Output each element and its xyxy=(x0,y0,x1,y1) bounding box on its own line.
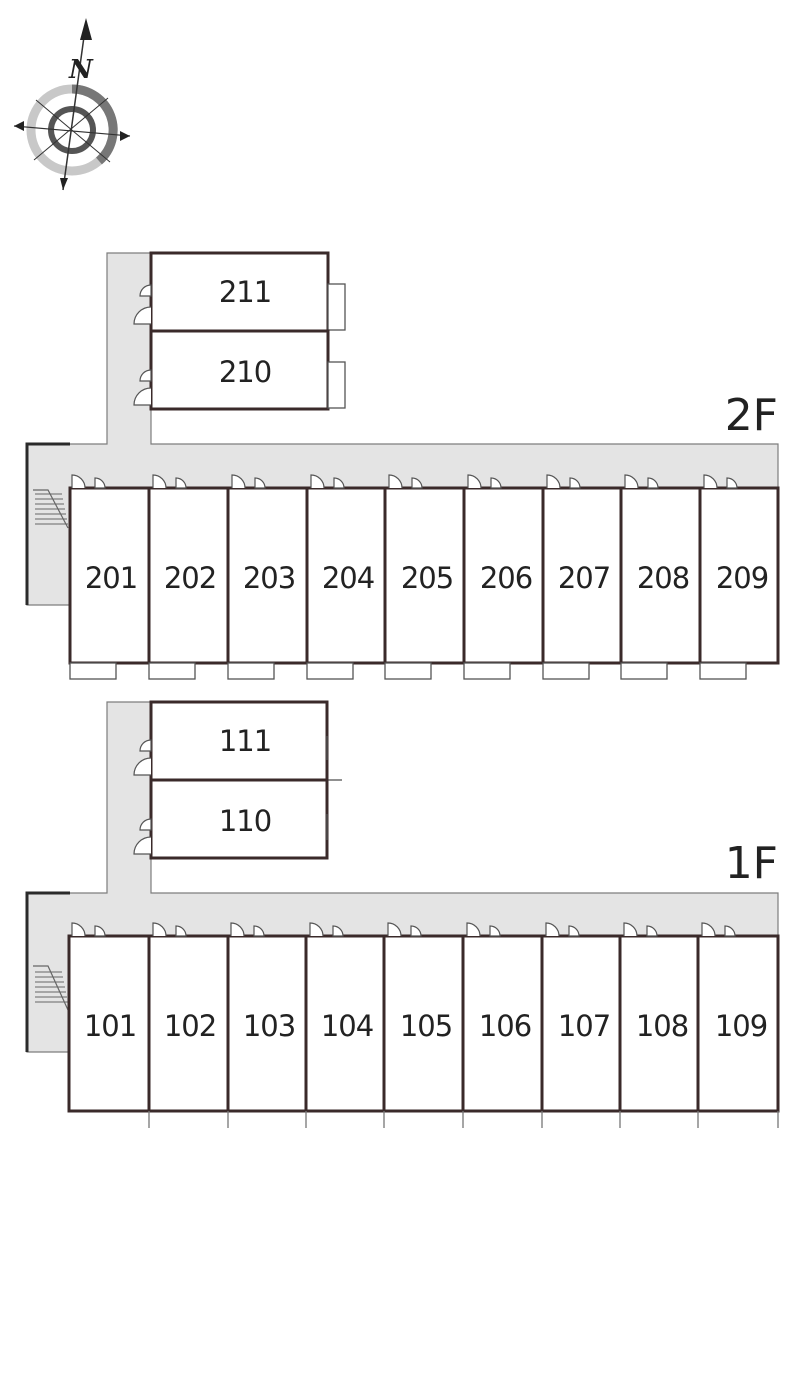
door-icon xyxy=(546,474,581,489)
unit-201-label: 201 xyxy=(85,561,137,595)
unit-202 xyxy=(147,486,230,665)
door-icon xyxy=(71,474,106,489)
unit-107-label: 107 xyxy=(558,1009,610,1043)
unit-207-label: 207 xyxy=(558,561,610,595)
unit-101-label: 101 xyxy=(84,1009,136,1043)
staircase-1f xyxy=(33,965,69,1011)
door-icon xyxy=(387,922,422,937)
door-icon xyxy=(388,474,423,489)
unit-204-label: 204 xyxy=(322,561,374,595)
door-icon xyxy=(309,922,344,937)
door-icon xyxy=(624,474,659,489)
unit-211-label: 211 xyxy=(219,275,271,309)
unit-209-label: 209 xyxy=(716,561,768,595)
unit-101 xyxy=(67,934,151,1113)
door-icon xyxy=(467,474,502,489)
unit-103-label: 103 xyxy=(243,1009,295,1043)
unit-206-label: 206 xyxy=(480,561,532,595)
unit-105 xyxy=(382,934,465,1113)
door-icon xyxy=(71,922,106,937)
door-icon xyxy=(545,922,580,937)
unit-210-label: 210 xyxy=(219,355,271,389)
unit-104-label: 104 xyxy=(321,1009,373,1043)
door-icon xyxy=(133,739,152,776)
unit-211 xyxy=(149,251,330,333)
door-icon xyxy=(231,474,266,489)
unit-102-label: 102 xyxy=(164,1009,216,1043)
unit-202-label: 202 xyxy=(164,561,216,595)
unit-108-label: 108 xyxy=(636,1009,688,1043)
door-icon xyxy=(133,369,152,406)
unit-208-label: 208 xyxy=(637,561,689,595)
door-icon xyxy=(623,922,658,937)
compass: N xyxy=(13,18,131,191)
floor-2f: 211 210 2F 201 202 203 204 xyxy=(25,251,780,680)
unit-110-label: 110 xyxy=(219,804,271,838)
unit-row-1f: 101 102 103 104 105 106 107 108 109 xyxy=(67,922,780,1128)
unit-109 xyxy=(696,934,780,1113)
door-icon xyxy=(310,474,345,489)
compass-rose-icon xyxy=(13,18,131,191)
door-icon xyxy=(133,818,152,855)
unit-108 xyxy=(618,934,700,1113)
unit-103 xyxy=(226,934,308,1113)
unit-105-label: 105 xyxy=(400,1009,452,1043)
floor-1f-label: 1F xyxy=(725,838,778,889)
compass-north-label: N xyxy=(68,55,94,85)
unit-106-label: 106 xyxy=(479,1009,531,1043)
unit-204 xyxy=(305,486,387,665)
door-icon xyxy=(703,474,738,489)
door-icon xyxy=(133,284,152,325)
unit-205-label: 205 xyxy=(401,561,453,595)
unit-203-label: 203 xyxy=(243,561,295,595)
floor-1f: 111 110 1F 101 102 103 104 xyxy=(25,700,780,1128)
unit-104 xyxy=(304,934,386,1113)
unit-row-2f: 201 202 203 204 205 206 207 208 209 xyxy=(68,474,780,680)
door-icon xyxy=(701,922,736,937)
door-icon xyxy=(230,922,265,937)
door-icon xyxy=(152,922,187,937)
unit-111-label: 111 xyxy=(219,724,271,758)
unit-106 xyxy=(461,934,544,1113)
door-icon xyxy=(466,922,501,937)
unit-210 xyxy=(149,329,330,411)
staircase-2f xyxy=(33,489,69,529)
unit-205 xyxy=(383,486,466,665)
door-icon xyxy=(152,474,187,489)
floor-2f-label: 2F xyxy=(725,390,778,441)
unit-109-label: 109 xyxy=(715,1009,767,1043)
